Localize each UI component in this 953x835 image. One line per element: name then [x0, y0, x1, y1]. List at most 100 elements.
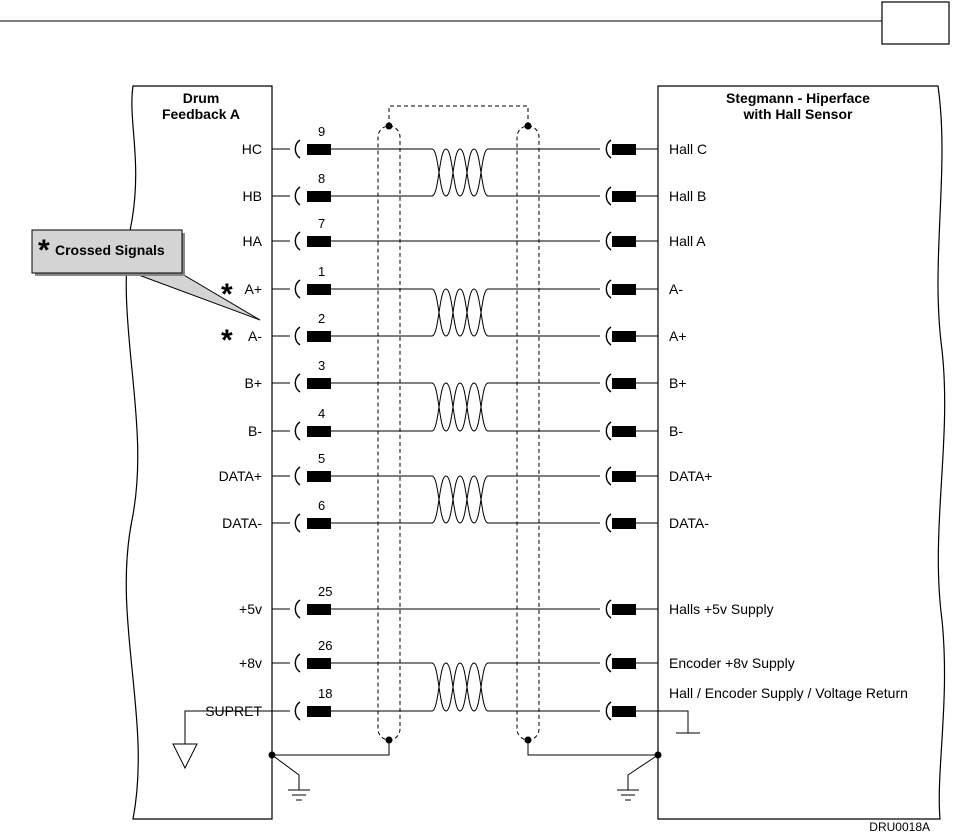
twisted-pair-icon	[431, 148, 489, 197]
right-connector-pin	[612, 284, 636, 295]
right-connector-cup	[605, 466, 612, 486]
right-connector-cup	[605, 653, 612, 673]
signal-row: B+3B+	[244, 358, 687, 432]
left-connector-pin	[307, 706, 331, 717]
right-connector-pin	[612, 191, 636, 202]
pin-number: 4	[318, 406, 325, 421]
right-connector-cup	[605, 139, 612, 159]
pin-number: 26	[318, 638, 332, 653]
pin-number: 6	[318, 498, 325, 513]
left-block-title-line2: Feedback A	[162, 106, 240, 122]
pin-number: 3	[318, 358, 325, 373]
right-connector-cup	[605, 231, 612, 251]
left-connector-cup	[294, 701, 301, 721]
twisted-pair-icon	[431, 382, 489, 432]
page-number-box	[881, 1, 950, 45]
right-connector-cup	[605, 373, 612, 393]
left-connector-pin	[307, 426, 331, 437]
right-block-title-line2: with Hall Sensor	[743, 106, 853, 122]
left-connector-cup	[294, 139, 301, 159]
right-connector-pin	[612, 426, 636, 437]
left-signal-label: HA	[243, 233, 263, 249]
left-signal-label: B+	[244, 375, 262, 391]
left-connector-pin	[307, 236, 331, 247]
right-signal-label: B-	[669, 423, 683, 439]
right-connector-cup	[605, 186, 612, 206]
left-connector-cup	[294, 599, 301, 619]
right-drain-wire	[527, 740, 658, 756]
right-connector-cup	[605, 326, 612, 346]
left-connector-pin	[307, 471, 331, 482]
left-drain-wire	[272, 740, 390, 756]
signal-ground-icon	[172, 710, 272, 770]
right-signal-label: Hall B	[669, 188, 706, 204]
left-connector-cup	[294, 421, 301, 441]
shield-node-left-top	[385, 122, 393, 130]
left-signal-label: B-	[248, 423, 262, 439]
right-signal-label: Hall / Encoder Supply / Voltage Return	[669, 685, 908, 701]
left-connector-pin	[307, 518, 331, 529]
left-connector-pin	[307, 284, 331, 295]
left-connector-pin	[307, 658, 331, 669]
right-signal-label: A+	[669, 328, 687, 344]
right-cable-shield	[516, 125, 540, 741]
callout-box	[31, 229, 183, 274]
right-connector-pin	[612, 236, 636, 247]
left-signal-label: SUPRET	[205, 703, 262, 719]
signal-row: A+ 1A-	[244, 264, 683, 337]
signal-row: A-2A+	[248, 311, 687, 346]
callout-text: Crossed Signals	[55, 242, 165, 258]
left-signal-label: A+	[244, 281, 262, 297]
right-connector-cup	[605, 513, 612, 533]
left-connector-pin	[307, 144, 331, 155]
right-signal-label: Hall C	[669, 141, 707, 157]
left-signal-label: DATA-	[222, 515, 262, 531]
pin-number: 2	[318, 311, 325, 326]
right-connector-pin	[612, 378, 636, 389]
left-connector-pin	[307, 191, 331, 202]
pin-number: 9	[318, 124, 325, 139]
left-connector-cup	[294, 653, 301, 673]
right-signal-label: A-	[669, 281, 683, 297]
left-connector-cup	[294, 231, 301, 251]
right-connector-pin	[612, 331, 636, 342]
right-signal-label: Hall A	[669, 233, 706, 249]
right-connector-block	[657, 85, 946, 820]
callout-star: *	[38, 234, 50, 267]
left-connector-cup	[294, 326, 301, 346]
pin-number: 5	[318, 451, 325, 466]
left-signal-label: +5v	[239, 601, 262, 617]
left-signal-label: +8v	[239, 655, 262, 671]
cable-shield-top-bridge	[388, 105, 529, 126]
twisted-pair-icon	[431, 475, 489, 524]
right-connector-pin	[612, 658, 636, 669]
left-signal-label: DATA+	[219, 468, 262, 484]
right-connector-pin	[612, 471, 636, 482]
signal-row: B- 4B-	[248, 406, 683, 441]
left-connector-pin	[307, 331, 331, 342]
right-connector-cup	[605, 279, 612, 299]
left-cable-shield	[377, 125, 401, 741]
right-connector-pin	[612, 518, 636, 529]
left-signal-label: HC	[242, 141, 262, 157]
pin-number: 1	[318, 264, 325, 279]
crossed-star-a-minus: *	[221, 324, 233, 357]
pin-number: 7	[318, 216, 325, 231]
left-connector-cup	[294, 466, 301, 486]
pin-number: 8	[318, 171, 325, 186]
right-connector-cup	[605, 599, 612, 619]
left-signal-label: HB	[243, 188, 262, 204]
crossed-star-a-plus: *	[221, 278, 233, 311]
shield-node-right-top	[524, 122, 532, 130]
right-connector-pin	[612, 144, 636, 155]
left-block-title-line1: Drum	[183, 90, 220, 106]
right-signal-label: DATA+	[669, 468, 712, 484]
right-connector-cup	[605, 701, 612, 721]
right-signal-label: Halls +5v Supply	[669, 601, 774, 617]
